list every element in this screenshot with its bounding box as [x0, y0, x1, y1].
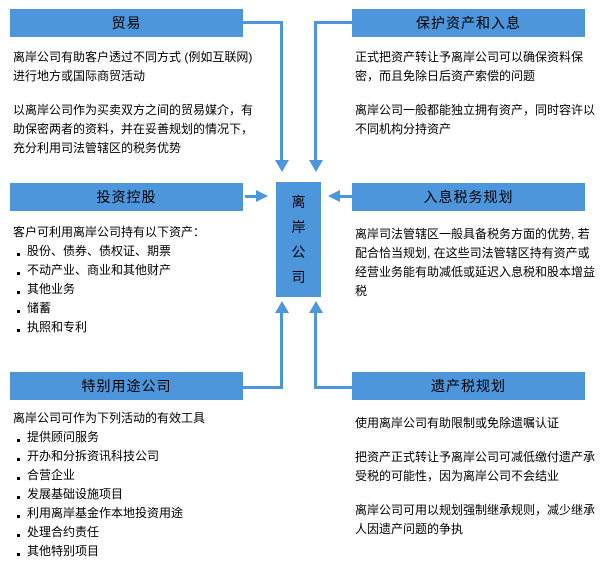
offshore-company-center-node: 离岸公司 — [276, 182, 321, 297]
arrow-left-icon — [328, 190, 340, 202]
list-item: 执照和专利 — [13, 318, 255, 337]
list-item: 其他特别项目 — [13, 542, 255, 561]
protect-assets-title: 保护资产和入息 — [416, 15, 521, 31]
estate-tax-planning-paragraph: 把资产正式转让予离岸公司可减低缴付遗产承受税的可能性，因为离岸公司不会结业 — [355, 450, 596, 483]
list-item: 开办和分拆资讯科技公司 — [13, 447, 255, 466]
list-item: 不动产业、商业和其他财产 — [13, 261, 255, 280]
list-item: 合营企业 — [13, 466, 255, 485]
special-purpose-list: 提供顾问服务 开办和分拆资讯科技公司 合营企业 发展基础设施项目 利用离岸基金作… — [13, 428, 255, 561]
trade-title: 贸易 — [111, 15, 142, 31]
protect-assets-paragraph: 正式把资产转让予离岸公司可以确保资料保密，而且免除日后资产索偿的问题 — [355, 50, 584, 83]
connector-line — [314, 313, 317, 389]
list-item: 发展基础设施项目 — [13, 485, 255, 504]
estate-tax-planning-paragraph: 离岸公司可用以规划强制继承规则，减少继承人因遗产问题的争执 — [355, 503, 596, 536]
list-item: 处理合约责任 — [13, 523, 255, 542]
connector-line — [245, 195, 258, 198]
protect-assets-paragraph: 离岸公司一般都能独立拥有资产，同时容许以不同机构分持资产 — [355, 103, 596, 136]
list-item: 提供顾问服务 — [13, 428, 255, 447]
special-purpose-title: 特别用途公司 — [81, 378, 172, 394]
list-item: 其他业务 — [13, 280, 255, 299]
investment-holding-body: 客户可利用离岸公司持有以下资产： 股份、债券、债权证、期票 不动产业、商业和其他… — [13, 223, 255, 337]
income-tax-planning-header: 入息税务规划 — [352, 183, 585, 211]
estate-tax-planning-header: 遗产税规划 — [352, 372, 585, 400]
arrow-down-icon — [309, 160, 323, 172]
arrow-up-icon — [309, 301, 323, 313]
income-tax-planning-title: 入息税务规划 — [423, 189, 514, 205]
arrow-down-icon — [275, 160, 289, 172]
investment-holding-intro: 客户可利用离岸公司持有以下资产： — [13, 225, 206, 239]
connector-line — [340, 195, 352, 198]
connector-line — [280, 313, 283, 389]
list-item: 储蓄 — [13, 299, 255, 318]
special-purpose-header: 特别用途公司 — [10, 372, 243, 400]
investment-holding-list: 股份、债券、债权证、期票 不动产业、商业和其他财产 其他业务 储蓄 执照和专利 — [13, 242, 255, 337]
list-item: 利用离岸基金作本地投资用途 — [13, 504, 255, 523]
connector-line — [314, 21, 352, 24]
income-tax-planning-body: 离岸司法管辖区一般具备税务方面的优势, 若配合恰当规划, 在这些司法管辖区持有资… — [355, 225, 597, 301]
connector-line — [314, 386, 352, 389]
trade-body: 离岸公司有助客户透过不同方式 (例如互联网) 进行地方或国际商贸活动 以离岸公司… — [13, 48, 255, 158]
connector-line — [314, 21, 317, 160]
trade-paragraph: 以离岸公司作为买卖双方之间的贸易媒介，有助保密两者的资料，并在妥善规划的情况下，… — [13, 103, 254, 155]
protect-assets-body: 正式把资产转让予离岸公司可以确保资料保密，而且免除日后资产索偿的问题 离岸公司一… — [355, 48, 597, 139]
income-tax-planning-paragraph: 离岸司法管辖区一般具备税务方面的优势, 若配合恰当规划, 在这些司法管辖区持有资… — [355, 227, 596, 298]
protect-assets-header: 保护资产和入息 — [352, 9, 585, 37]
offshore-company-label: 离岸公司 — [291, 193, 306, 285]
arrow-right-icon — [256, 190, 268, 202]
estate-tax-planning-title: 遗产税规划 — [431, 378, 506, 394]
arrow-up-icon — [275, 301, 289, 313]
special-purpose-body: 离岸公司可作为下列活动的有效工具 提供顾问服务 开办和分拆资讯科技公司 合营企业… — [13, 409, 255, 561]
special-purpose-intro: 离岸公司可作为下列活动的有效工具 — [13, 411, 206, 425]
connector-line — [243, 386, 283, 389]
trade-header: 贸易 — [10, 9, 243, 37]
investment-holding-title: 投资控股 — [96, 189, 157, 205]
investment-holding-header: 投资控股 — [10, 183, 243, 211]
list-item: 股份、债券、债权证、期票 — [13, 242, 255, 261]
estate-tax-planning-body: 使用离岸公司有助限制或免除遗嘱认证 把资产正式转让予离岸公司可减低缴付遗产承受税… — [355, 414, 597, 539]
connector-line — [280, 21, 283, 160]
trade-paragraph: 离岸公司有助客户透过不同方式 (例如互联网) 进行地方或国际商贸活动 — [13, 50, 253, 83]
connector-line — [243, 21, 283, 24]
estate-tax-planning-paragraph: 使用离岸公司有助限制或免除遗嘱认证 — [355, 416, 560, 430]
